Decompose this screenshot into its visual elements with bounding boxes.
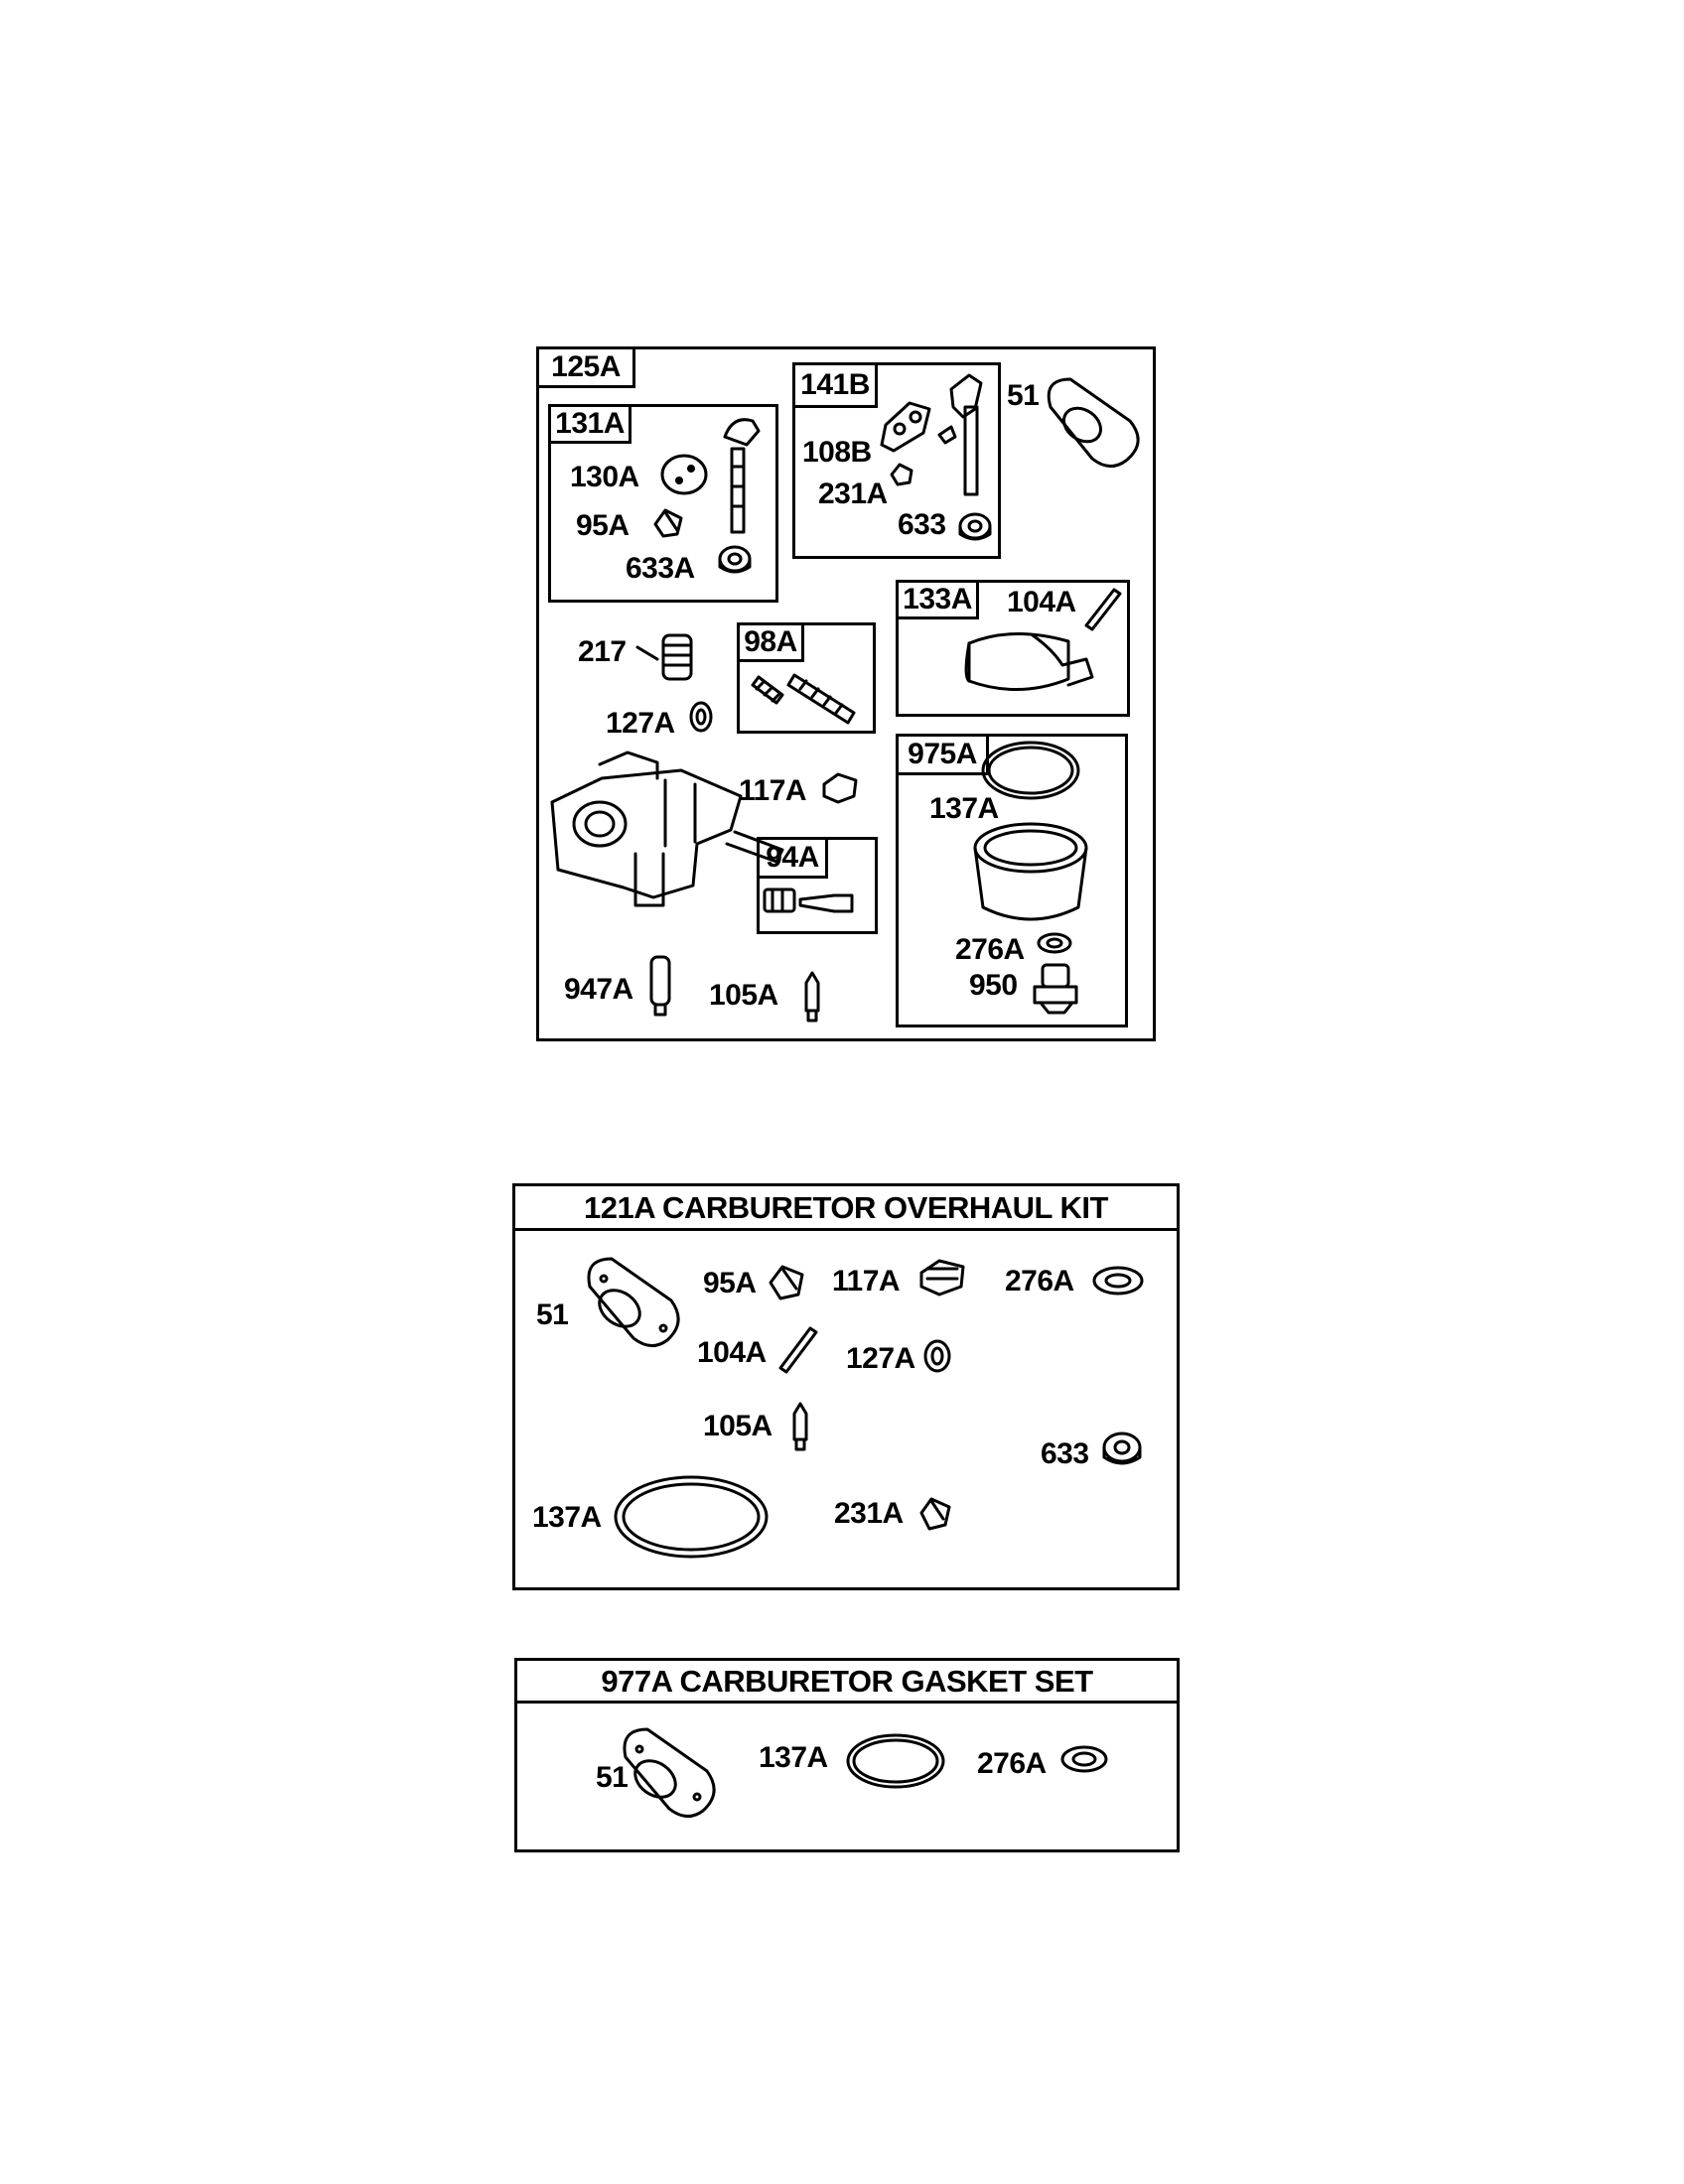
- set-gasket-51-icon: [625, 1729, 714, 1817]
- kit-gasket-51-icon: [589, 1259, 678, 1346]
- kit-label-51: 51: [536, 1298, 569, 1331]
- label-633-141b: 633: [898, 508, 946, 541]
- kit-label-105a: 105A: [703, 1410, 772, 1442]
- label-276a-975a: 276A: [955, 933, 1025, 966]
- needle-valve-105a-icon: [806, 973, 818, 1021]
- kit-oring-127a-icon: [925, 1341, 949, 1371]
- label-51-main: 51: [1007, 379, 1040, 412]
- bowl-screw-950-icon: [1035, 965, 1076, 1013]
- kit-jet-117a-icon: [921, 1261, 963, 1295]
- tag-133a: 133A: [896, 580, 979, 619]
- carburetor-body-icon: [552, 752, 782, 905]
- kit-label-104a: 104A: [697, 1336, 767, 1369]
- oring-127a-icon: [691, 703, 711, 731]
- kit-label-127a: 127A: [846, 1342, 915, 1375]
- kit-screw-231a-icon: [921, 1499, 949, 1529]
- assembly-125a-frame: [536, 346, 1156, 1041]
- label-117a-main: 117A: [739, 774, 807, 807]
- choke-shaft-icon: [939, 375, 981, 494]
- gasket-set-frame: [514, 1658, 1180, 1852]
- kit-screw-95a-icon: [771, 1267, 802, 1298]
- label-130a: 130A: [570, 461, 639, 493]
- kit-pin-104a-icon: [780, 1328, 816, 1372]
- subassembly-133a-frame: [896, 580, 1130, 717]
- screw-231a-icon: [892, 465, 912, 484]
- kit-label-231a: 231A: [834, 1497, 904, 1530]
- screw-95a-icon: [655, 510, 681, 536]
- kit-label-633: 633: [1041, 1437, 1089, 1470]
- fuel-pipe-947a-icon: [651, 957, 669, 1015]
- seal-633a-icon: [720, 547, 750, 572]
- spring-217-icon: [637, 635, 691, 679]
- tag-141b: 141B: [792, 362, 878, 408]
- kit-washer-276a-icon: [1094, 1268, 1142, 1294]
- tag-975a: 975A: [896, 734, 989, 775]
- label-105a-main: 105A: [709, 979, 778, 1012]
- overhaul-kit-title-divider: [512, 1228, 1180, 1231]
- label-947a: 947A: [564, 973, 633, 1006]
- label-950: 950: [969, 969, 1018, 1002]
- kit-bowl-gasket-137a-icon: [616, 1477, 767, 1557]
- kit-label-137a: 137A: [532, 1501, 602, 1534]
- set-bowl-gasket-137a-icon: [848, 1735, 943, 1787]
- gasket-set-title: 977A CARBURETOR GASKET SET: [601, 1664, 1093, 1699]
- label-127a-main: 127A: [606, 707, 675, 740]
- gasket-label-276a: 276A: [977, 1747, 1047, 1780]
- subassembly-141b-frame: [792, 362, 1001, 559]
- kit-label-117a: 117A: [832, 1265, 901, 1297]
- kit-label-276a: 276A: [1005, 1265, 1074, 1297]
- subassembly-98a-frame: [737, 622, 876, 734]
- gasket-set-title-divider: [514, 1701, 1180, 1704]
- gasket-label-137a: 137A: [759, 1741, 828, 1774]
- kit-seal-633-icon: [1104, 1433, 1140, 1463]
- choke-plate-icon: [882, 403, 929, 451]
- throttle-shaft-icon: [725, 420, 759, 532]
- idle-screw-98a-icon: [753, 675, 854, 723]
- label-108b: 108B: [802, 436, 872, 469]
- label-104a-133a: 104A: [1007, 586, 1076, 618]
- hinge-pin-104a-icon: [1086, 590, 1120, 629]
- set-washer-276a-icon: [1062, 1747, 1106, 1771]
- float-bowl-137a-icon: [975, 824, 1086, 919]
- label-95a: 95A: [576, 509, 630, 542]
- subassembly-975a-frame: [896, 734, 1128, 1027]
- jet-117a-icon: [824, 774, 856, 802]
- label-633a: 633A: [626, 552, 695, 585]
- washer-276a-icon: [1039, 934, 1070, 952]
- kit-label-95a: 95A: [703, 1267, 757, 1299]
- gasket-label-51: 51: [596, 1761, 629, 1794]
- kit-needle-105a-icon: [794, 1404, 806, 1449]
- mixture-screw-94a-icon: [765, 889, 852, 911]
- label-231a-141b: 231A: [818, 478, 888, 510]
- bowl-gasket-975a-icon: [983, 743, 1078, 798]
- overhaul-kit-title: 121A CARBURETOR OVERHAUL KIT: [583, 1190, 1109, 1225]
- float-icon: [966, 633, 1092, 689]
- label-217: 217: [578, 635, 627, 668]
- seal-633-icon: [960, 514, 990, 539]
- overhaul-kit-frame: [512, 1183, 1180, 1590]
- tag-98a: 98A: [737, 622, 804, 662]
- intake-gasket-51-icon: [1049, 379, 1138, 467]
- tag-125a: 125A: [536, 346, 635, 388]
- subassembly-131a-frame: [548, 404, 778, 603]
- throttle-plate-icon: [662, 456, 706, 493]
- label-137a-975a: 137A: [929, 792, 999, 825]
- tag-131a: 131A: [548, 404, 632, 444]
